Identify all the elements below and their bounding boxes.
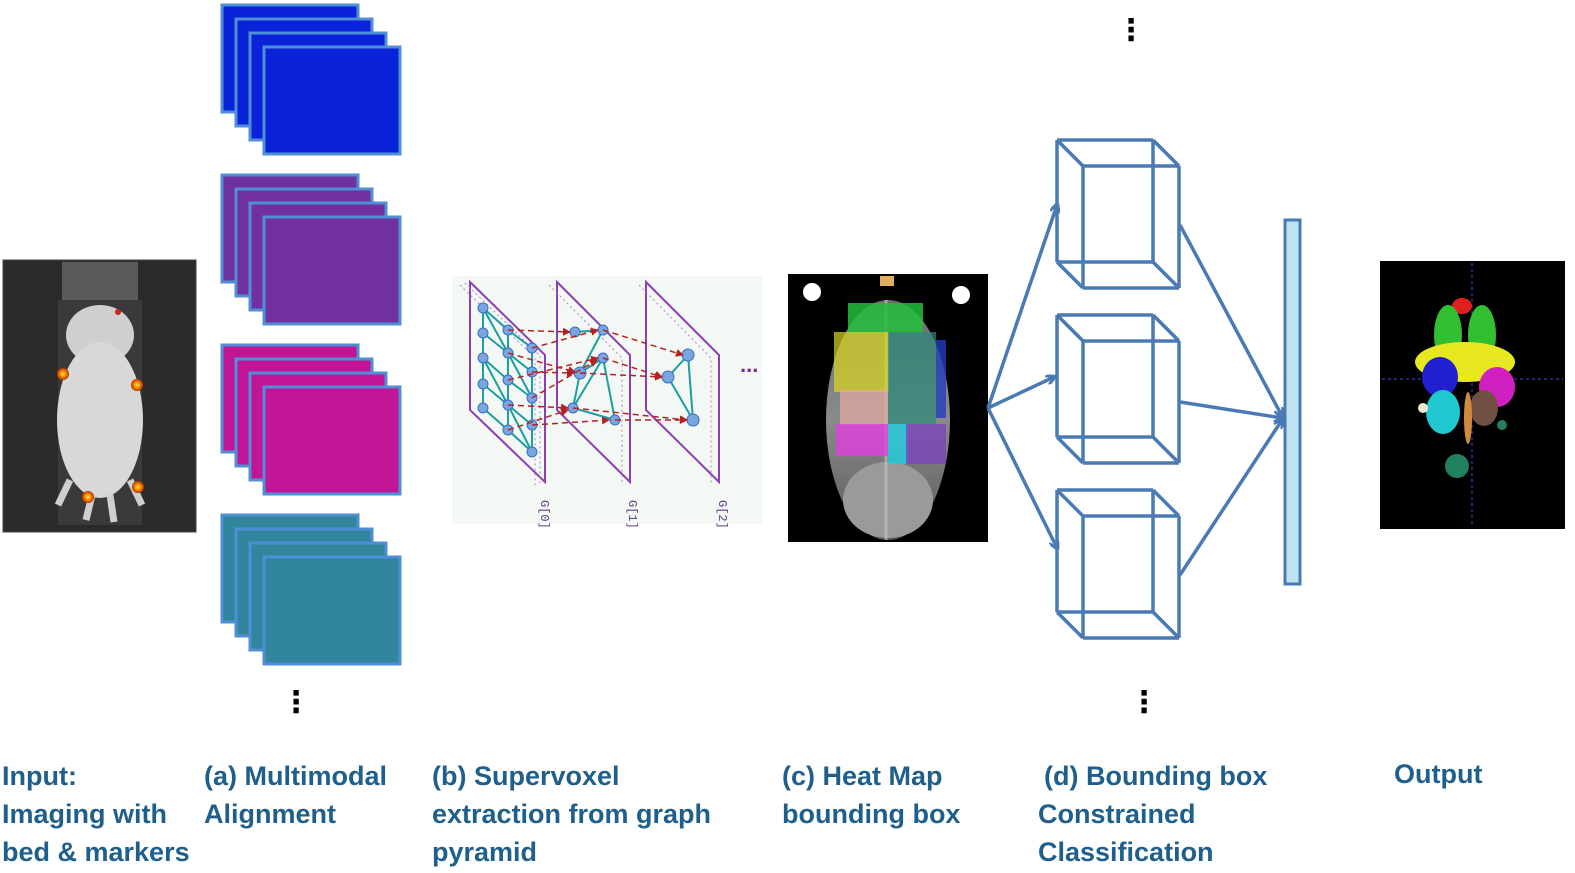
fan-in-arrows <box>1178 224 1282 576</box>
modality-stack <box>220 343 402 496</box>
pyramid-level-label: G[2] <box>715 500 729 529</box>
output-segmentation-image <box>1380 261 1565 529</box>
ellipsis-top: ⋮ <box>1116 13 1146 48</box>
modality-frame <box>262 215 402 326</box>
caption-heat-map: (c) Heat Map bounding box <box>782 757 960 833</box>
classifier-cube <box>1055 138 1181 290</box>
caption-line: bounding box <box>782 799 961 829</box>
pyramid-continuation-dots: ... <box>740 352 758 377</box>
fan-in-arrow <box>1178 420 1282 576</box>
caption-line: Input: <box>2 761 77 791</box>
fan-in-arrow <box>1179 400 1282 418</box>
fan-in-arrow <box>1178 224 1282 416</box>
caption-line: extraction from graph <box>432 799 712 829</box>
caption-line: (c) Heat Map <box>782 761 943 791</box>
fan-out-arrow <box>986 205 1057 409</box>
modality-frame <box>262 45 402 156</box>
caption-line: Classification <box>1038 837 1214 867</box>
ellipsis-stacks: ⋮ <box>281 685 311 720</box>
classifier-cube <box>1055 488 1181 640</box>
modality-stack <box>220 3 402 156</box>
classifier-cubes <box>1055 138 1181 640</box>
fan-out-arrow <box>986 407 1057 548</box>
caption-line: (d) Bounding box <box>1044 761 1268 791</box>
caption-output: Output <box>1394 755 1482 793</box>
ellipsis-cubes: ⋮ <box>1129 685 1159 720</box>
heat-map-region <box>834 303 946 464</box>
modality-frame <box>262 555 402 666</box>
caption-line: Alignment <box>204 799 336 829</box>
fan-out-arrow <box>987 377 1054 410</box>
graph-pyramid-figure: ... G[0] G[1] G[2] <box>452 276 762 529</box>
caption-line: bed & markers <box>2 837 190 867</box>
pyramid-level-label: G[0] <box>537 500 551 529</box>
caption-line: (a) Multimodal <box>204 761 387 791</box>
caption-line: pyramid <box>432 837 538 867</box>
fan-out-arrows <box>986 205 1057 548</box>
fiducial-marker-icon <box>57 368 144 503</box>
modality-stack <box>220 513 402 666</box>
modality-frame <box>262 385 402 496</box>
caption-line: Imaging with <box>2 799 167 829</box>
modality-stacks <box>220 3 402 666</box>
modality-stack <box>220 173 402 326</box>
caption-supervoxel-extraction: (b) Supervoxel extraction from graph pyr… <box>432 757 711 871</box>
output-layer-bar <box>1283 218 1302 586</box>
caption-input: Input: Imaging with bed & markers <box>2 757 190 871</box>
caption-line: Output <box>1394 759 1483 789</box>
pyramid-level-label: G[1] <box>625 500 639 529</box>
classifier-cube <box>1055 313 1181 465</box>
caption-line: Constrained <box>1038 799 1196 829</box>
caption-line: (b) Supervoxel <box>432 761 620 791</box>
heat-map-image <box>788 274 988 542</box>
pyramid-level-plane <box>645 279 720 485</box>
caption-bounding-box-classification: (d) Bounding box Constrained Classificat… <box>1038 757 1267 871</box>
caption-multimodal-alignment: (a) Multimodal Alignment <box>204 757 387 833</box>
input-mouse-image <box>2 259 197 533</box>
